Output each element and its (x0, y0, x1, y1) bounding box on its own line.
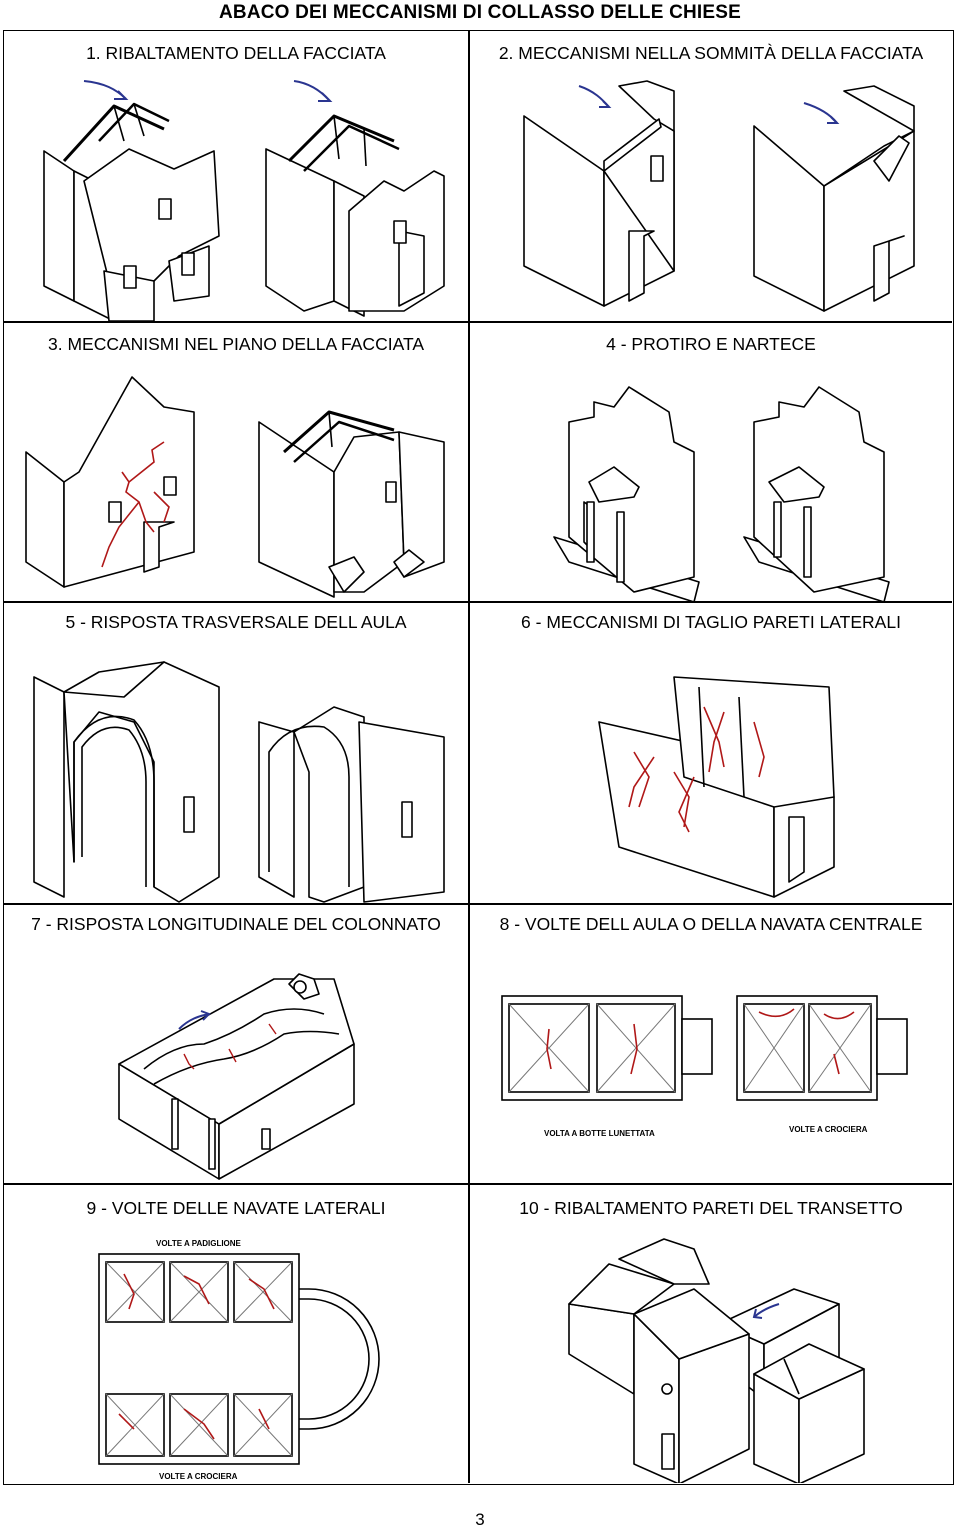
panel-title: 8 - VOLTE DELL AULA O DELLA NAVATA CENTR… (499, 914, 923, 934)
page-title: ABACO DEI MECCANISMI DI COLLASSO DELLE C… (218, 2, 742, 23)
panel-title: 5 - RISPOSTA TRASVERSALE DELL AULA (65, 612, 407, 632)
side-wall-shear-drawing (598, 676, 835, 898)
panel-title: 6 - MECCANISMI DI TAGLIO PARETI LATERALI (521, 612, 901, 632)
panel-5: 5 - RISPOSTA TRASVERSALE DELL AULA (4, 602, 468, 903)
panel-1: 1. RIBALTAMENTO DELLA FACCIATA (4, 31, 468, 321)
panel-10: 10 - RIBALTAMENTO PARETI DEL TRANSETTO (469, 1184, 953, 1483)
facade-in-plane-drawing (25, 376, 445, 598)
panel-4: 4 - PROTIRO E NARTECE (469, 322, 953, 601)
panel-title: 4 - PROTIRO E NARTECE (606, 334, 816, 354)
nave-transverse-drawing (33, 661, 445, 903)
page-number: 3 (475, 1510, 485, 1529)
colonnade-longitudinal-drawing (118, 973, 355, 1180)
vault-caption: VOLTE A CROCIERA (789, 1125, 868, 1134)
panel-8: 8 - VOLTE DELL AULA O DELLA NAVATA CENTR… (469, 904, 953, 1183)
side-aisle-vaults-plan: VOLTE A PADIGLIONE VOLTE A CROCIERA (98, 1239, 380, 1481)
grid-divider-row-4 (4, 1183, 952, 1185)
panel-7: 7 - RISPOSTA LONGITUDINALE DEL COLONNATO (4, 904, 468, 1183)
panel-title: 9 - VOLTE DELLE NAVATE LATERALI (86, 1198, 386, 1218)
mechanism-grid: 1. RIBALTAMENTO DELLA FACCIATA (3, 30, 954, 1485)
panel-title: 7 - RISPOSTA LONGITUDINALE DEL COLONNATO (31, 914, 441, 934)
vault-caption: VOLTE A PADIGLIONE (156, 1239, 242, 1248)
panel-title: 1. RIBALTAMENTO DELLA FACCIATA (86, 43, 386, 63)
panel-title: 10 - RIBALTAMENTO PARETI DEL TRANSETTO (519, 1198, 903, 1218)
vault-caption: VOLTE A CROCIERA (159, 1472, 238, 1481)
facade-overturning-drawing (43, 80, 445, 321)
central-nave-vaults-plan: VOLTA A BOTTE LUNETTATA VOLTE A CROCIERA (501, 995, 908, 1138)
grid-divider-row-1 (4, 321, 952, 323)
panel-title: 3. MECCANISMI NEL PIANO DELLA FACCIATA (47, 334, 425, 354)
panel-6: 6 - MECCANISMI DI TAGLIO PARETI LATERALI (469, 602, 953, 903)
grid-divider-vertical (468, 31, 470, 1483)
panel-3: 3. MECCANISMI NEL PIANO DELLA FACCIATA (4, 322, 468, 601)
grid-divider-row-2 (4, 601, 952, 603)
vault-caption: VOLTA A BOTTE LUNETTATA (544, 1129, 655, 1138)
porch-narthex-drawing (553, 386, 890, 601)
transept-walls-drawing (568, 1238, 865, 1483)
grid-divider-row-3 (4, 903, 952, 905)
facade-top-mechanism-drawing (523, 80, 915, 312)
panel-9: 9 - VOLTE DELLE NAVATE LATERALI (4, 1184, 468, 1483)
panel-title: 2. MECCANISMI NELLA SOMMITÀ DELLA FACCIA… (498, 43, 924, 63)
panel-2: 2. MECCANISMI NELLA SOMMITÀ DELLA FACCIA… (469, 31, 953, 321)
